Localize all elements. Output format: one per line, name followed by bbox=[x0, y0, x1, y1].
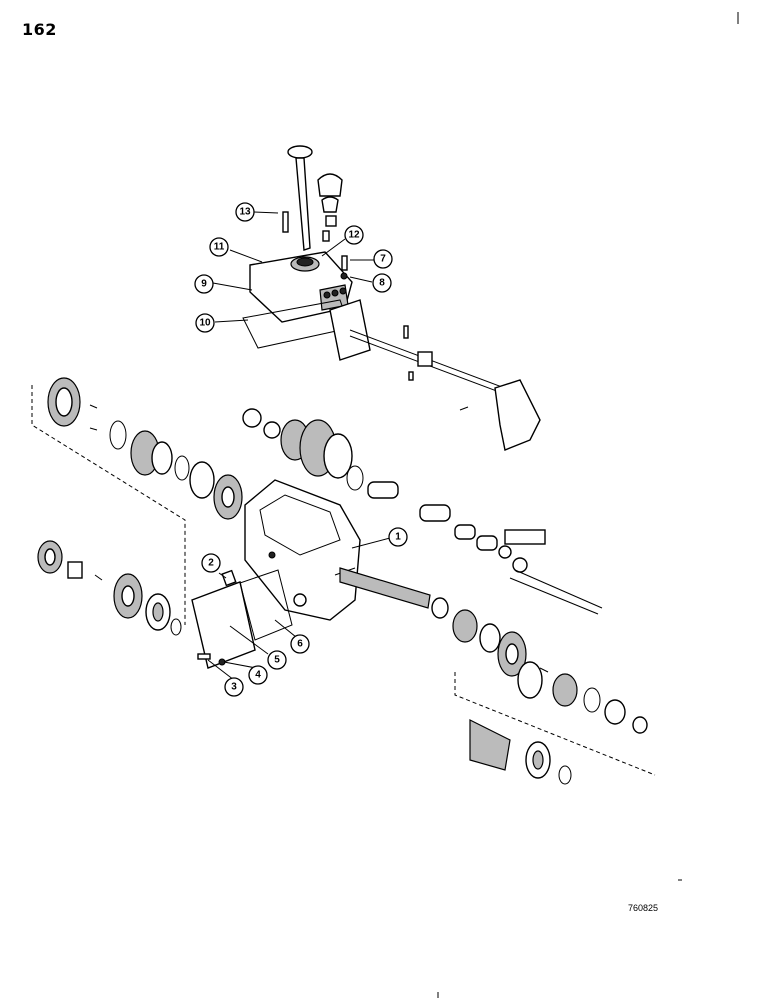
shift-knob bbox=[287, 145, 313, 159]
countershaft-assembly bbox=[242, 408, 603, 615]
cover-bolt-2 bbox=[197, 653, 211, 660]
shift-fork-2 bbox=[494, 379, 541, 451]
callout-3: 3 bbox=[224, 677, 244, 697]
boot-spring bbox=[321, 196, 339, 213]
input-shaft bbox=[469, 719, 511, 771]
callout-8-label: 8 bbox=[379, 278, 385, 289]
callout-2: 2 bbox=[201, 553, 221, 573]
callout-10: 10 bbox=[195, 313, 215, 333]
callout-8: 8 bbox=[372, 273, 392, 293]
page-number: 162 bbox=[22, 20, 57, 39]
countershaft bbox=[514, 569, 603, 609]
plug bbox=[221, 569, 237, 587]
callout-6: 6 bbox=[290, 634, 310, 654]
lower-left-gear-group bbox=[37, 540, 182, 636]
cover-bolt bbox=[282, 211, 289, 233]
callout-9: 9 bbox=[194, 274, 214, 294]
mainshaft bbox=[339, 567, 431, 609]
callout-12-label: 12 bbox=[348, 230, 360, 241]
leader-lines bbox=[207, 211, 391, 681]
callout-5-label: 5 bbox=[274, 655, 280, 666]
countershaft-tube bbox=[419, 504, 451, 522]
callout-12: 12 bbox=[344, 225, 364, 245]
mainshaft-gear bbox=[452, 609, 478, 643]
callout-11-label: 11 bbox=[214, 242, 225, 253]
drawing-number: 760825 bbox=[628, 903, 659, 913]
callout-13: 13 bbox=[235, 202, 255, 222]
callout-11: 11 bbox=[209, 237, 229, 257]
shift-block bbox=[417, 351, 433, 367]
callout-4-label: 4 bbox=[255, 670, 261, 681]
callout-7-label: 7 bbox=[380, 254, 386, 265]
pto-gasket bbox=[239, 569, 293, 641]
output-shaft-group bbox=[454, 661, 656, 785]
callout-1: 1 bbox=[388, 527, 408, 547]
shift-boot bbox=[317, 173, 343, 197]
callout-6-label: 6 bbox=[297, 639, 303, 650]
callout-7: 7 bbox=[373, 249, 393, 269]
callout-13-label: 13 bbox=[239, 207, 251, 218]
shift-lever-assembly bbox=[287, 145, 343, 251]
shift-lever bbox=[295, 157, 311, 251]
callout-5: 5 bbox=[267, 650, 287, 670]
callout-3-label: 3 bbox=[231, 682, 237, 693]
transmission-case bbox=[244, 479, 527, 677]
callout-4: 4 bbox=[248, 665, 268, 685]
pto-cover-plate bbox=[191, 581, 256, 669]
pto-cover bbox=[191, 569, 293, 669]
callout-1-label: 1 bbox=[395, 532, 401, 543]
shift-rail-assembly bbox=[329, 299, 541, 451]
callout-10-label: 10 bbox=[199, 318, 211, 329]
needle-bearing-1 bbox=[367, 481, 399, 499]
output-gear bbox=[552, 673, 578, 707]
countershaft-gear-group bbox=[31, 377, 243, 625]
lock-plate bbox=[504, 529, 546, 545]
callout-2-label: 2 bbox=[208, 558, 214, 569]
callout-9-label: 9 bbox=[201, 279, 207, 290]
